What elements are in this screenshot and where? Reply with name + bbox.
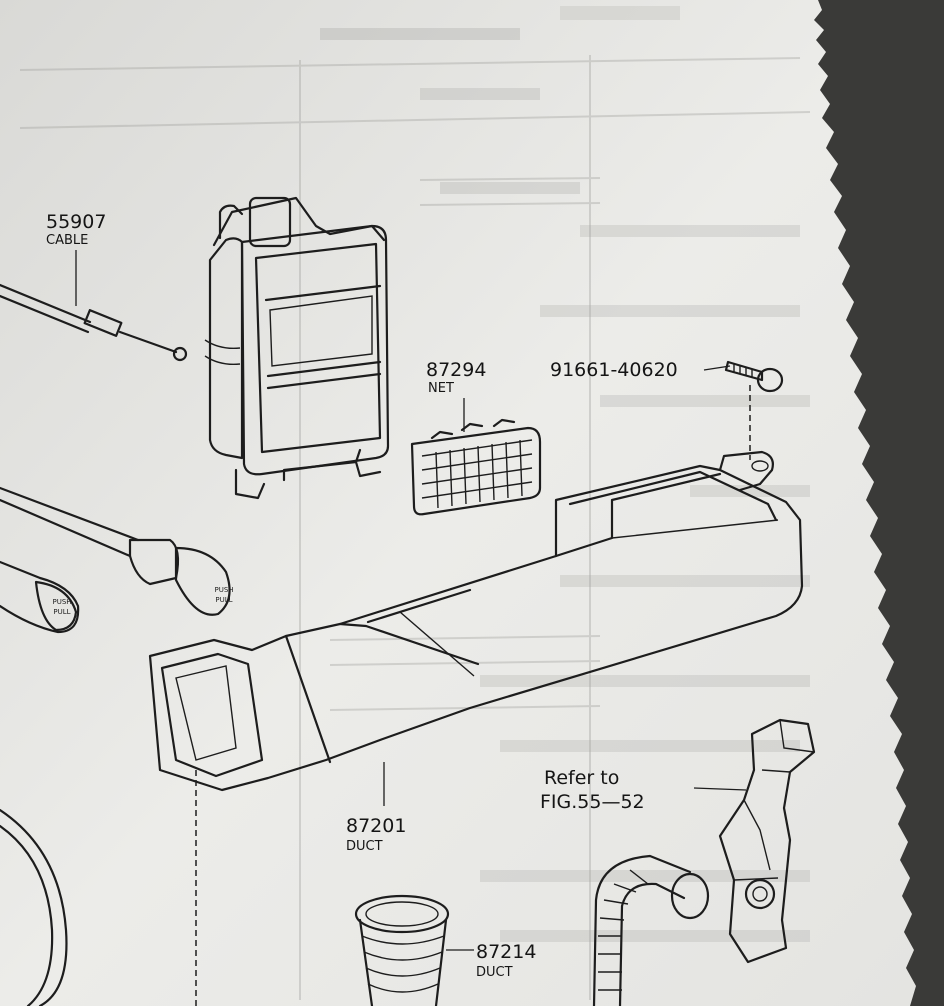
leader-line [703,365,731,371]
part-number-label: 91661-40620 [550,359,678,381]
control-knob-part: PUSH PULL PUSH PULL [0,486,234,634]
duct-part-87201 [148,450,804,792]
part-name-label: NET [428,381,454,396]
duct-part-87214 [354,894,450,1006]
part-name-label: DUCT [346,839,383,854]
bolt-part [724,360,784,393]
part-number-label: 87201 [346,815,406,837]
part-number-label: 87214 [476,941,536,963]
knob-label: PULL [215,596,232,604]
paper-sheet [0,0,916,1006]
cable-part [0,283,188,362]
part-name-label: DUCT [476,965,513,980]
part-number-label: 55907 [46,211,106,233]
knob-label: PUSH [52,598,71,606]
reference-label: FIG.55—52 [540,791,645,813]
part-number-label: 87294 [426,359,486,381]
net-part [410,418,542,516]
bracket-part [718,718,816,964]
knob-label: PUSH [214,586,233,594]
hose-part [0,808,68,1006]
knob-label: PULL [53,608,70,616]
flexible-hose-part [592,854,710,1006]
reference-label: Refer to [544,767,619,789]
bleed-through-table [19,55,811,1000]
heater-assembly-part [204,196,390,500]
part-name-label: CABLE [46,233,88,248]
leader-line [693,787,747,791]
